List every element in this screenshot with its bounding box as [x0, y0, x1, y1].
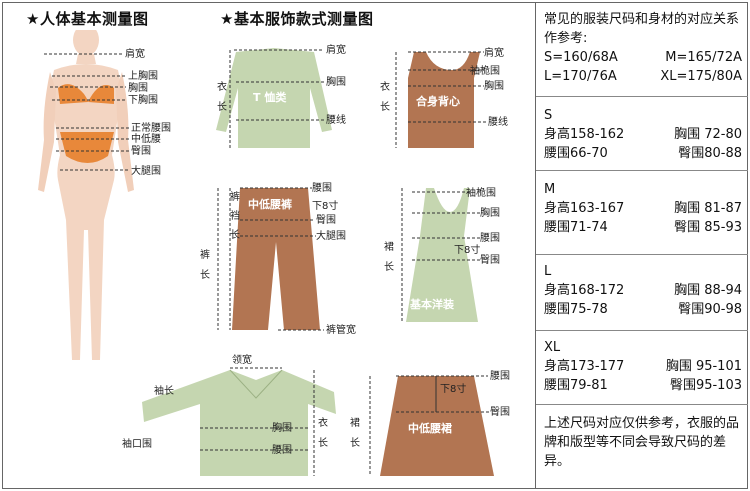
label-thigh: 大腿围 — [131, 164, 161, 177]
size-waist: 腰围71-74 — [544, 220, 608, 235]
size-l: L 身高168-172 胸围 88-94 腰围75-78 臀围90-98 — [536, 260, 748, 319]
label-hip: 臀围 — [131, 145, 151, 157]
label-under-chest: 下胸围 — [128, 93, 158, 106]
tshirt-length: 衣长 — [217, 80, 227, 113]
size-m: M 身高163-167 胸围 81-87 腰围71-74 臀围 85-93 — [536, 178, 748, 237]
pair-s: S=160/68A — [544, 50, 618, 65]
vest-waistline: 腰线 — [488, 115, 508, 128]
separator — [536, 96, 748, 97]
size-xl: XL 身高173-177 胸围 95-101 腰围79-81 臀围95-103 — [536, 336, 748, 395]
sweater-sleeve: 袖长 — [154, 384, 174, 397]
sweater-chest: 胸围 — [272, 421, 292, 434]
size-height: 身高168-172 — [544, 283, 625, 298]
size-waist: 腰围79-81 — [544, 378, 608, 393]
vest-name: 合身背心 — [416, 94, 460, 108]
dress-armhole: 袖桅围 — [466, 186, 496, 199]
size-hip: 臀围 85-93 — [674, 220, 742, 235]
pants-thigh: 大腿围 — [316, 229, 346, 242]
tshirt-name: T 恤类 — [253, 90, 287, 104]
size-hip: 臀围80-88 — [678, 146, 742, 161]
skirt-waist: 腰围 — [490, 370, 510, 382]
skirt-hip: 臀围 — [490, 406, 510, 418]
dress-hip: 臀围 — [480, 254, 500, 266]
vest-chest: 胸围 — [484, 79, 504, 92]
size-height: 身高158-162 — [544, 127, 625, 142]
size-chest: 胸围 88-94 — [674, 283, 742, 298]
pants-diagram — [217, 187, 324, 331]
separator — [536, 330, 748, 331]
tshirt-shoulder: 肩宽 — [326, 43, 346, 56]
pants-rise: 裤裆长 — [230, 190, 240, 241]
pants-length: 裤长 — [200, 248, 210, 281]
pair-row-2: L=170/76A XL=175/80A — [544, 67, 742, 86]
vest-shoulder: 肩宽 — [484, 46, 504, 59]
tshirt-chest: 胸围 — [326, 75, 346, 88]
skirt-length: 裙长 — [350, 416, 360, 449]
pants-hip: 臀围 — [316, 214, 336, 226]
sweater-neck: 领宽 — [232, 353, 252, 366]
skirt-name: 中低腰裙 — [408, 421, 452, 435]
size-name: S — [544, 108, 553, 123]
dress-waist: 腰围 — [480, 232, 500, 244]
intro-text: 常见的服装尺码和身材的对应关系作参考: — [544, 12, 740, 46]
separator — [536, 254, 748, 255]
tshirt-diagram — [216, 48, 332, 148]
size-name: M — [544, 182, 556, 197]
pants-down8: 下8寸 — [312, 199, 338, 212]
size-s: S 身高158-162 胸围 72-80 腰围66-70 臀围80-88 — [536, 104, 748, 163]
vest-armhole: 袖桅围 — [470, 64, 500, 77]
note-section: 上述尺码对应仅供参考，衣服的品牌和版型等不同会导致尺码的差异。 — [536, 412, 748, 471]
skirt-diagram — [369, 375, 494, 476]
pair-xl: XL=175/80A — [660, 69, 742, 84]
dress-length: 裙长 — [384, 240, 394, 273]
size-name: L — [544, 264, 552, 279]
label-upper-chest: 上胸围 — [128, 69, 158, 82]
body-title: ★人体基本测量图 — [26, 10, 149, 28]
size-height: 身高173-177 — [544, 359, 625, 374]
label-chest: 胸围 — [128, 81, 148, 94]
sweater-cuff: 袖口围 — [122, 437, 152, 450]
intro-section: 常见的服装尺码和身材的对应关系作参考: S=160/68A M=165/72A … — [536, 8, 748, 86]
dress-down8: 下8寸 — [454, 243, 480, 256]
separator — [536, 170, 748, 171]
pants-leg-width: 裤管宽 — [326, 323, 356, 336]
size-chest: 胸围 81-87 — [674, 201, 742, 216]
label-shoulder: 肩宽 — [125, 47, 145, 60]
size-waist: 腰围75-78 — [544, 302, 608, 317]
sweater-length: 衣长 — [318, 416, 328, 449]
body-figure — [38, 30, 134, 360]
pants-name: 中低腰裤 — [248, 197, 292, 211]
size-waist: 腰围66-70 — [544, 146, 608, 161]
size-name: XL — [544, 340, 561, 355]
measurement-diagram: 肩宽 上胸围 胸围 下胸围 正常腰围 中低腰 臀围 大腿围 T 恤类 肩宽 胸围… — [38, 30, 510, 476]
vest-length: 衣长 — [380, 80, 390, 113]
sweater-waist: 腰围 — [272, 444, 292, 456]
pair-m: M=165/72A — [665, 50, 742, 65]
sweater-diagram — [142, 367, 336, 476]
note-text: 上述尺码对应仅供参考，衣服的品牌和版型等不同会导致尺码的差异。 — [544, 416, 740, 469]
label-low-waist: 中低腰 — [131, 132, 161, 145]
size-height: 身高163-167 — [544, 201, 625, 216]
size-chest: 胸围 72-80 — [674, 127, 742, 142]
divider — [535, 2, 536, 489]
dress-diagram — [401, 188, 480, 322]
garment-title: ★基本服饰款式测量图 — [220, 10, 374, 28]
body-measure-lines — [44, 53, 130, 171]
label-normal-waist: 正常腰围 — [131, 121, 171, 134]
size-reference-panel: 常见的服装尺码和身材的对应关系作参考: S=160/68A M=165/72A … — [536, 2, 748, 489]
separator — [536, 404, 748, 405]
dress-name: 基本洋装 — [409, 297, 454, 311]
size-hip: 臀围95-103 — [669, 378, 742, 393]
pair-row-1: S=160/68A M=165/72A — [544, 48, 742, 67]
tshirt-waistline: 腰线 — [326, 113, 346, 126]
size-chest: 胸围 95-101 — [665, 359, 742, 374]
pair-l: L=170/76A — [544, 69, 617, 84]
dress-chest: 胸围 — [480, 206, 500, 219]
skirt-down8: 下8寸 — [440, 382, 466, 395]
vest-diagram — [395, 51, 486, 148]
size-hip: 臀围90-98 — [678, 302, 742, 317]
pants-waist: 腰围 — [312, 182, 332, 194]
